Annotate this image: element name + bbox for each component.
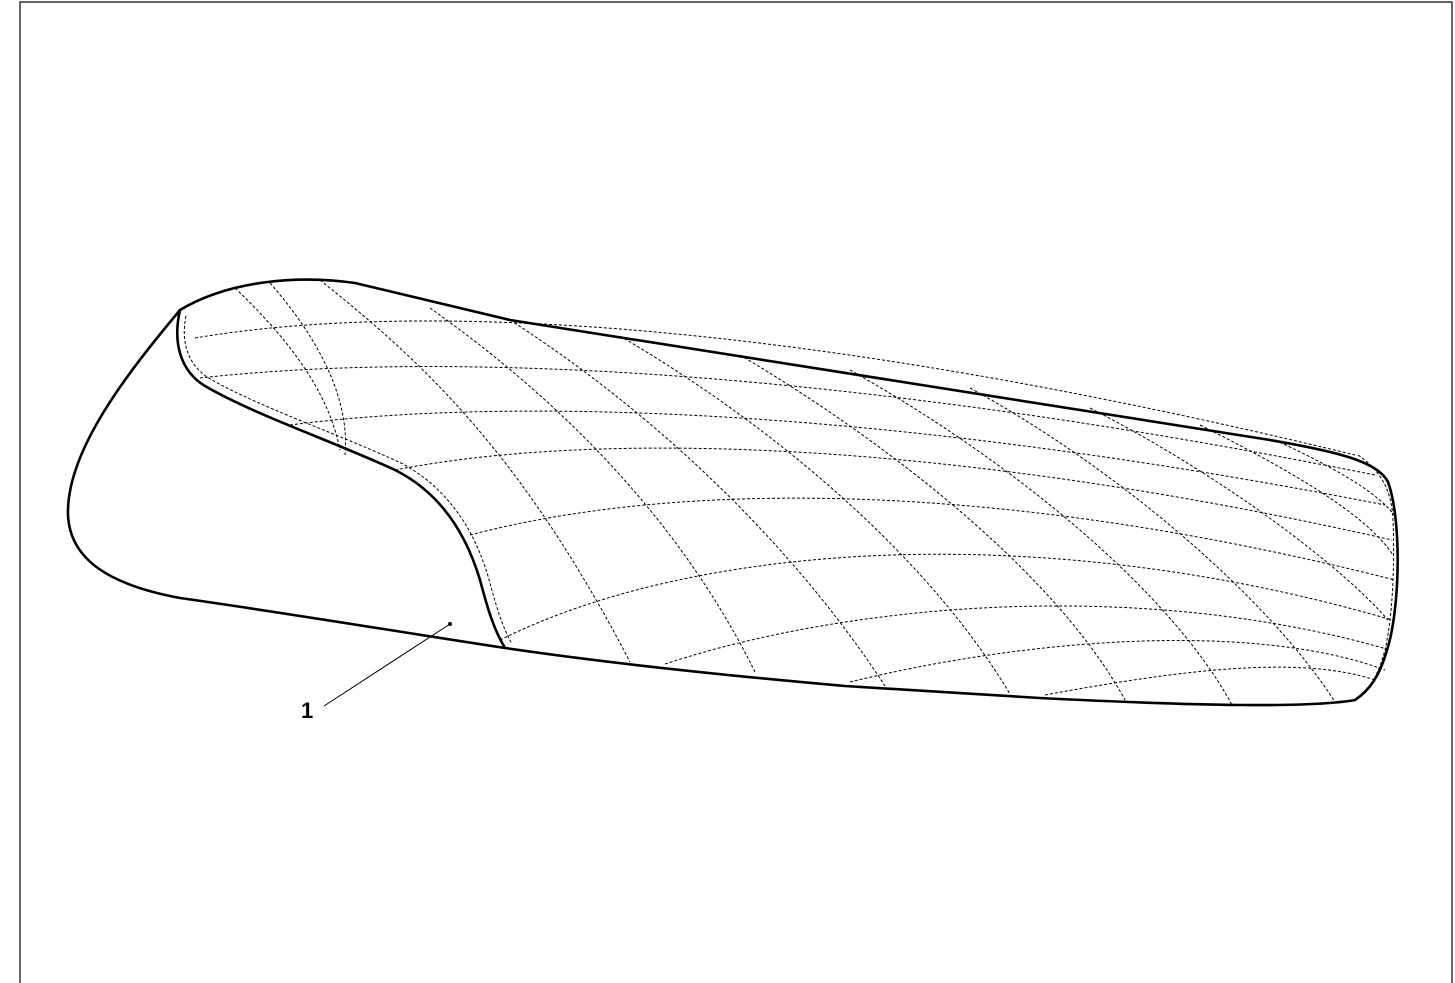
diagram-frame	[19, 1, 1453, 983]
top-panel-edge	[176, 309, 507, 649]
callout-number-1: 1	[301, 698, 313, 723]
callout-leader-line	[323, 623, 451, 707]
seat-outline	[66, 278, 1399, 707]
rear-edge-stitch	[1357, 454, 1395, 698]
piping-stitch	[183, 315, 513, 645]
quilt-stitch-pattern	[194, 279, 1396, 706]
callout-leader-dot	[448, 622, 452, 626]
